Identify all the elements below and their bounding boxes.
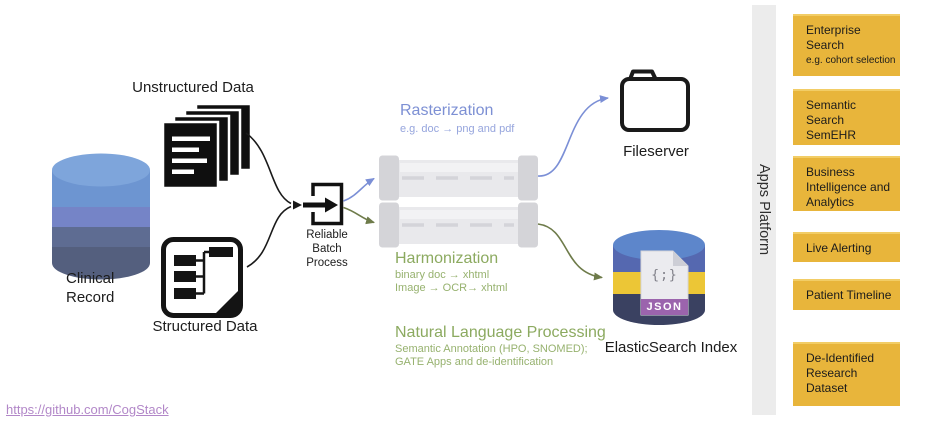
- apps-platform-bar: Apps Platform: [752, 5, 776, 415]
- clinical-record-database-icon: [52, 153, 150, 280]
- app-box-label: Enterprise Search: [806, 23, 861, 52]
- fileserver-folder-icon: [620, 69, 690, 132]
- structured-data-icon: [161, 237, 243, 318]
- data-source-connectors: [245, 132, 302, 268]
- harmonization-title: Harmonization: [395, 250, 499, 267]
- app-box-label: De-Identified Research Dataset: [806, 351, 875, 395]
- cogstack-github-link[interactable]: https://github.com/CogStack: [6, 402, 169, 417]
- rasterization-subtitle: e.g. doc → png and pdf: [400, 123, 515, 135]
- app-box-label: Business Intelligence and Analytics: [806, 165, 891, 209]
- app-box-live-alerting: Live Alerting: [793, 232, 900, 262]
- batch-process-label: Reliable Batch Process: [306, 229, 348, 270]
- rasterization-title: Rasterization: [400, 102, 494, 119]
- structured-data-label: Structured Data: [152, 318, 258, 335]
- app-box-patient-timeline: Patient Timeline: [793, 279, 900, 310]
- elasticsearch-database-icon: [613, 230, 705, 325]
- unstructured-data-label: Unstructured Data: [132, 79, 254, 96]
- app-box-note: e.g. cohort selection: [806, 55, 896, 66]
- harmonization-line1: binary doc → xhtml: [395, 269, 490, 281]
- app-box-label: Semantic Search SemEHR: [806, 98, 857, 142]
- app-box-deidentified-dataset: De-Identified Research Dataset: [793, 342, 900, 406]
- clinical-record-label: Clinical Record: [66, 270, 115, 306]
- app-box-semantic-search: Semantic Search SemEHR: [793, 89, 900, 145]
- elasticsearch-label: ElasticSearch Index: [604, 339, 738, 356]
- json-badge: JSON: [641, 299, 688, 315]
- unstructured-data-icon: [161, 102, 253, 190]
- app-box-label: Live Alerting: [806, 240, 872, 255]
- fileserver-label: Fileserver: [623, 143, 689, 160]
- app-box-label: Patient Timeline: [806, 288, 892, 302]
- rasterization-pipeline-icon: [379, 155, 538, 201]
- nlp-title: Natural Language Processing: [395, 324, 606, 341]
- nlp-line1: Semantic Annotation (HPO, SNOMED);: [395, 343, 588, 355]
- pipeline-output-connectors: [537, 95, 609, 281]
- batch-process-icon: [303, 182, 344, 226]
- app-box-business-intelligence: Business Intelligence and Analytics: [793, 156, 900, 211]
- nlp-line2: GATE Apps and de-identification: [395, 356, 554, 368]
- harmonization-line2: Image → OCR→ xhtml: [395, 282, 508, 294]
- harmonization-pipeline-icon: [379, 202, 538, 248]
- app-box-enterprise-search: Enterprise Search e.g. cohort selection: [793, 14, 900, 76]
- batch-to-pipeline-connectors: [343, 177, 375, 225]
- json-glyph-text: {;}: [651, 268, 678, 283]
- apps-platform-label: Apps Platform: [756, 164, 772, 256]
